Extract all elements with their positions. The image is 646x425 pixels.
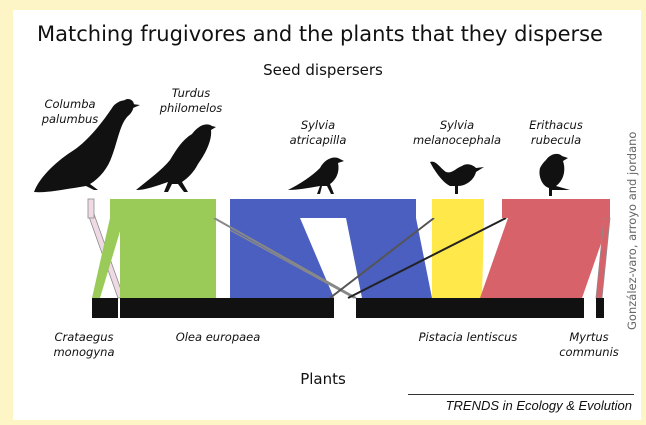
bar-columba (88, 199, 94, 218)
pigeon-silhouette-icon (34, 99, 140, 192)
plant-label-pistacia: Pistacia lentiscus (408, 330, 528, 345)
warbler-silhouette-icon (430, 162, 484, 194)
plant-label-line2: monogyna (44, 345, 124, 360)
journal-rule (408, 394, 634, 395)
bar-myrtus (596, 298, 604, 318)
robin-silhouette-icon (539, 154, 570, 196)
bar-rubecula (502, 199, 610, 218)
journal-name: TRENDS in Ecology & Evolution (446, 398, 632, 413)
plant-label-olea: Olea europaea (168, 330, 268, 345)
bar-atricapilla (230, 199, 416, 218)
bar-melanocephala (432, 199, 484, 218)
plant-label-crataegus: Crataegus monogyna (44, 330, 124, 360)
plant-label-line2: communis (556, 345, 622, 360)
author-credit: González-varo, arroyo and jordano (625, 132, 639, 330)
plant-label-myrtus: Myrtus communis (556, 330, 622, 360)
plants-label: Plants (0, 370, 646, 388)
link-melanocephala-pistacia (432, 218, 484, 298)
plant-label-line1: Olea europaea (168, 330, 268, 345)
blackcap-silhouette-icon (288, 157, 344, 194)
plant-label-line1: Myrtus (556, 330, 622, 345)
bar-crataegus (92, 298, 118, 318)
bar-pistacia (356, 298, 584, 318)
link-turdus-olea (120, 218, 216, 298)
interaction-links (88, 214, 610, 298)
thrush-silhouette-icon (136, 124, 216, 192)
link-rubecula-pistacia (480, 218, 610, 298)
plant-label-line1: Crataegus (44, 330, 124, 345)
plant-label-line1: Pistacia lentiscus (408, 330, 528, 345)
plant-bars (92, 298, 604, 318)
disperser-bars (88, 199, 610, 218)
bar-turdus (110, 199, 216, 218)
bar-olea (120, 298, 334, 318)
